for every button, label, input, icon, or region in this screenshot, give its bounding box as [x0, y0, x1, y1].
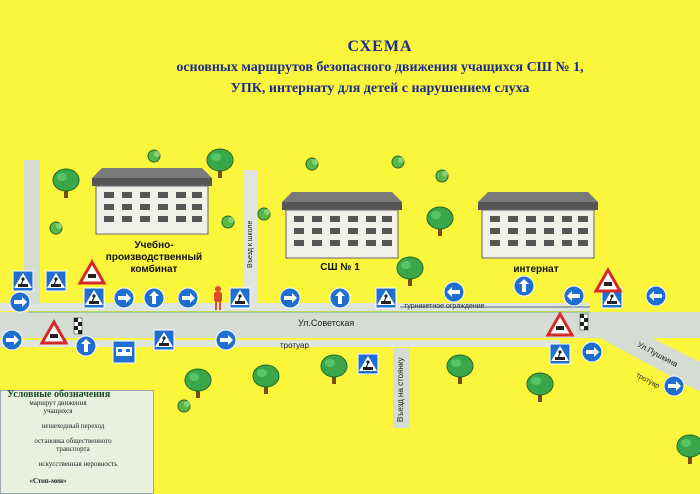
direction-right-sign: [177, 287, 199, 309]
school-label: СШ № 1: [320, 262, 360, 273]
left-road: [24, 160, 40, 304]
direction-left-sign: [645, 285, 667, 307]
bush: [147, 149, 161, 163]
crossing-sign: [549, 343, 571, 365]
bush: [435, 169, 449, 183]
direction-right-sign: [9, 291, 31, 313]
tree: [676, 434, 700, 465]
parking-entry-label: Въезд на стоянку: [396, 357, 405, 422]
parking-entry-road: [393, 348, 409, 428]
direction-up-sign: [329, 287, 351, 309]
tree: [320, 354, 348, 385]
legend-item-bump: искусственная неровность: [38, 460, 118, 468]
main-street-label: Ул.Советская: [298, 318, 355, 328]
direction-right-sign: [215, 329, 237, 351]
crossing-sign: [45, 270, 67, 292]
warning-sign: [78, 260, 106, 285]
tree: [184, 368, 212, 399]
fence-label: турникетное ограждение: [404, 303, 485, 310]
title-line-2: основных маршрутов безопасного движения …: [176, 60, 584, 75]
tree: [526, 372, 554, 403]
internat-building: [477, 191, 599, 259]
legend-item-bus-stop: остановка общественного транспорта: [34, 437, 112, 453]
combine-label: Учебно-производственный комбинат: [105, 240, 203, 275]
pushkina-street: [600, 312, 700, 392]
direction-left-sign: [563, 285, 585, 307]
direction-left-sign: [443, 281, 465, 303]
map-title: СХЕМА основных маршрутов безопасного дви…: [120, 36, 640, 99]
crossing-sign: [375, 287, 397, 309]
sidewalk-label: тротуар: [280, 341, 309, 350]
direction-right-sign: [279, 287, 301, 309]
bush: [177, 399, 191, 413]
combine-building: [91, 167, 213, 235]
tree: [52, 168, 80, 199]
legend-panel: Условные обозначения маршрут движения уч…: [0, 389, 154, 494]
tree: [396, 256, 424, 287]
legend-item-crossing: нешеходный переход: [41, 422, 105, 430]
crossing-sign: [83, 287, 105, 309]
crossing-sign: [357, 353, 379, 375]
signs: [1, 260, 685, 397]
bush: [257, 207, 271, 221]
direction-up-sign: [75, 335, 97, 357]
direction-up-sign: [143, 287, 165, 309]
checkered-post: [73, 317, 83, 335]
warning-sign: [594, 268, 622, 293]
stop-man-figure: [214, 286, 222, 310]
school-entry-road: [243, 170, 257, 304]
title-line-1: СХЕМА: [347, 38, 413, 55]
legend-title: Условные обозначения: [7, 389, 111, 400]
school-entry-label: Въезд к школе: [247, 220, 254, 268]
legend-item-route: маршрут движения учащихся: [29, 399, 87, 415]
direction-right-sign: [1, 329, 23, 351]
tree: [252, 364, 280, 395]
bush: [221, 215, 235, 229]
direction-up-sign: [513, 275, 535, 297]
crossing-sign: [153, 329, 175, 351]
direction-right-sign: [581, 341, 603, 363]
title-line-3: УПК, интернату для детей с нарушением сл…: [230, 81, 530, 96]
bush: [391, 155, 405, 169]
tree: [206, 148, 234, 179]
legend-item-stop-man: «Стоп-мен»: [29, 477, 67, 485]
tree: [446, 354, 474, 385]
internat-label: интернат: [513, 264, 559, 275]
fence-line: [400, 306, 590, 308]
bush: [305, 157, 319, 171]
crossing-sign: [229, 287, 251, 309]
school-building: [281, 191, 403, 259]
crossing-sign: [12, 270, 34, 292]
checkered-post: [579, 313, 589, 331]
direction-right-sign: [663, 375, 685, 397]
sidewalk-bottom: [0, 340, 560, 347]
direction-right-sign: [113, 287, 135, 309]
tree: [426, 206, 454, 237]
bus-stop-sign: [112, 340, 136, 364]
bush: [49, 221, 63, 235]
